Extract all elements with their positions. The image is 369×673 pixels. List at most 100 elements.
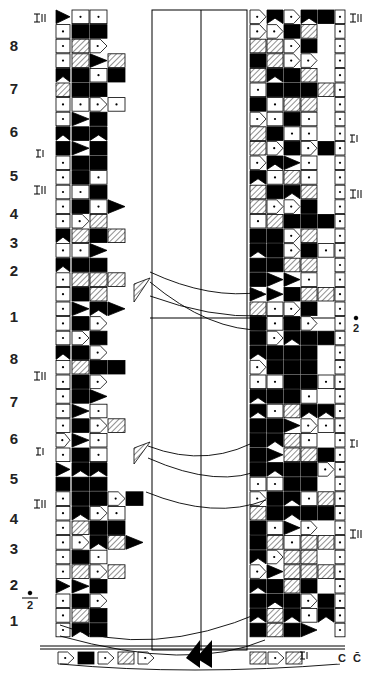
glyph-cell (267, 565, 283, 579)
glyph-cell (339, 629, 341, 631)
glyph-cell (301, 594, 317, 608)
row-number: 5 (9, 168, 19, 183)
glyph-cell (250, 521, 266, 535)
glyph-cell (62, 556, 64, 558)
glyph-cell (301, 244, 317, 258)
glyph-cell (256, 162, 258, 164)
row-number: 7 (9, 81, 19, 96)
glyph-cell (72, 273, 89, 287)
glyph-cell (144, 657, 146, 659)
glyph-cell (79, 541, 81, 543)
glyph-cell (267, 594, 283, 608)
glyph-cell (108, 302, 125, 316)
glyph-cell (301, 360, 317, 374)
glyph-cell (308, 395, 310, 397)
glyph-cell (284, 492, 300, 506)
glyph-cell (335, 331, 345, 345)
glyph-cell (256, 118, 258, 120)
glyph-cell (335, 477, 345, 491)
glyph-cell (108, 200, 125, 214)
glyph-cell (250, 10, 266, 24)
glyph-cell (56, 375, 70, 389)
glyph-cell (56, 127, 70, 141)
glyph-cell (301, 214, 317, 228)
glyph-cell (250, 506, 266, 520)
glyph-cell (56, 609, 70, 623)
glyph-cell (90, 550, 107, 564)
glyph-cell (58, 652, 74, 664)
glyph-cell (267, 550, 283, 564)
glyph-cell (90, 287, 107, 301)
glyph-cell (250, 609, 266, 623)
glyph-cell (72, 156, 89, 170)
glyph-cell (90, 10, 107, 24)
glyph-cell (335, 609, 345, 623)
glyph-cell (301, 536, 317, 550)
glyph-cell (72, 25, 89, 39)
glyph-cell (267, 185, 283, 199)
glyph-cell (250, 229, 266, 243)
glyph-cell (250, 419, 266, 433)
glyph-cell (335, 127, 345, 141)
glyph-cell (72, 506, 89, 520)
row-number: 8 (9, 351, 19, 366)
glyph-cell (339, 571, 341, 573)
glyph-cell (97, 74, 99, 76)
glyph-cell (301, 25, 317, 39)
glyph-cell (97, 322, 99, 324)
glyph-cell (267, 317, 283, 331)
glyph-cell (72, 579, 89, 593)
glyph-cell (318, 331, 334, 345)
glyph-cell (108, 360, 125, 374)
glyph-cell (90, 244, 107, 258)
glyph-cell (335, 156, 345, 170)
glyph-cell (339, 454, 341, 456)
glyph-cell (56, 390, 70, 404)
glyph-cell (339, 162, 341, 164)
glyph-cell (250, 214, 266, 228)
glyph-cell (284, 25, 300, 39)
glyph-cell (290, 45, 292, 47)
glyph-cell (335, 273, 345, 287)
glyph-cell (62, 614, 64, 616)
glyph-cell (301, 579, 317, 593)
glyph-cell (108, 492, 125, 506)
glyph-cell (62, 220, 64, 222)
glyph-cell (56, 404, 70, 418)
glyph-cell (250, 463, 266, 477)
glyph-cell (250, 287, 266, 301)
glyph-cell (339, 337, 341, 339)
glyph-cell (284, 185, 300, 199)
glyph-cell (284, 506, 300, 520)
glyph-cell (256, 16, 258, 18)
row-number: 5 (9, 471, 19, 486)
glyph-cell (72, 492, 89, 506)
glyph-cell (273, 147, 275, 149)
glyph-cell (90, 200, 107, 214)
glyph-cell (56, 579, 70, 593)
glyph-cell (62, 162, 64, 164)
glyph-cell (307, 527, 309, 529)
glyph-cell (90, 185, 107, 199)
glyph-cell (301, 200, 317, 214)
glyph-cell (90, 375, 107, 389)
glyph-cell (284, 521, 300, 535)
glyph-cell (335, 375, 345, 389)
glyph-cell (335, 229, 345, 243)
glyph-cell (72, 433, 89, 447)
glyph-cell (56, 25, 70, 39)
glyph-cell (108, 68, 125, 82)
glyph-cell (56, 346, 70, 360)
glyph-cell (118, 652, 134, 664)
glyph-cell (274, 483, 276, 485)
glyph-cell (335, 302, 345, 316)
glyph-cell (250, 550, 266, 564)
glyph-cell (308, 279, 310, 281)
glyph-cell (284, 360, 300, 374)
glyph-cell (79, 191, 81, 193)
glyph-cell (72, 346, 89, 360)
glyph-cell (318, 287, 334, 301)
glyph-cell (97, 176, 99, 178)
glyph-cell (301, 258, 317, 272)
glyph-cell (56, 54, 70, 68)
